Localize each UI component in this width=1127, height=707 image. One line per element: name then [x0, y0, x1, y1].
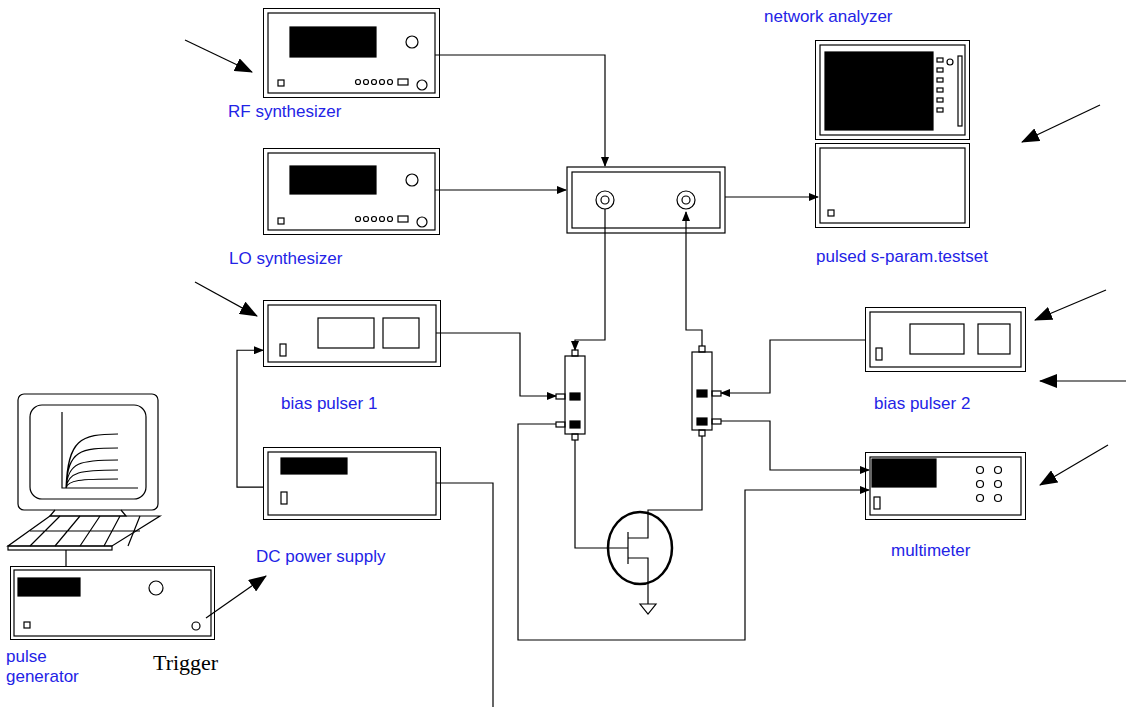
instrument-label: multimeter [891, 541, 970, 561]
rf-synthesizer-box: RF synthesizer [263, 8, 440, 98]
dc-power-supply-box: DC power supply [263, 447, 441, 520]
lo-synthesizer-box: LO synthesizer [263, 148, 440, 235]
instrument-label: network analyzer [764, 7, 893, 27]
bias-pulser-box: bias pulser 2 [865, 307, 1026, 372]
pulse-generator-box: pulse generator [10, 566, 215, 640]
instrument-label: LO synthesizer [229, 249, 342, 269]
multimeter-box: multimeter [865, 452, 1026, 520]
signal-label: Trigger [153, 650, 218, 676]
instrument-label: pulse generator [6, 647, 101, 687]
instrument-label: DC power supply [256, 547, 385, 567]
signal-wire [237, 350, 263, 487]
instrument-label: RF synthesizer [228, 102, 341, 122]
instrument-label: pulsed s-param.testset [816, 247, 988, 267]
network-analyzer-box: network analyzer [815, 40, 970, 140]
instrument-label: bias pulser 2 [874, 394, 970, 414]
bias-pulser-box: bias pulser 1 [263, 300, 441, 367]
instrument-label: bias pulser 1 [281, 394, 377, 414]
pulsed-testset-box: pulsed s-param.testset [815, 143, 970, 228]
